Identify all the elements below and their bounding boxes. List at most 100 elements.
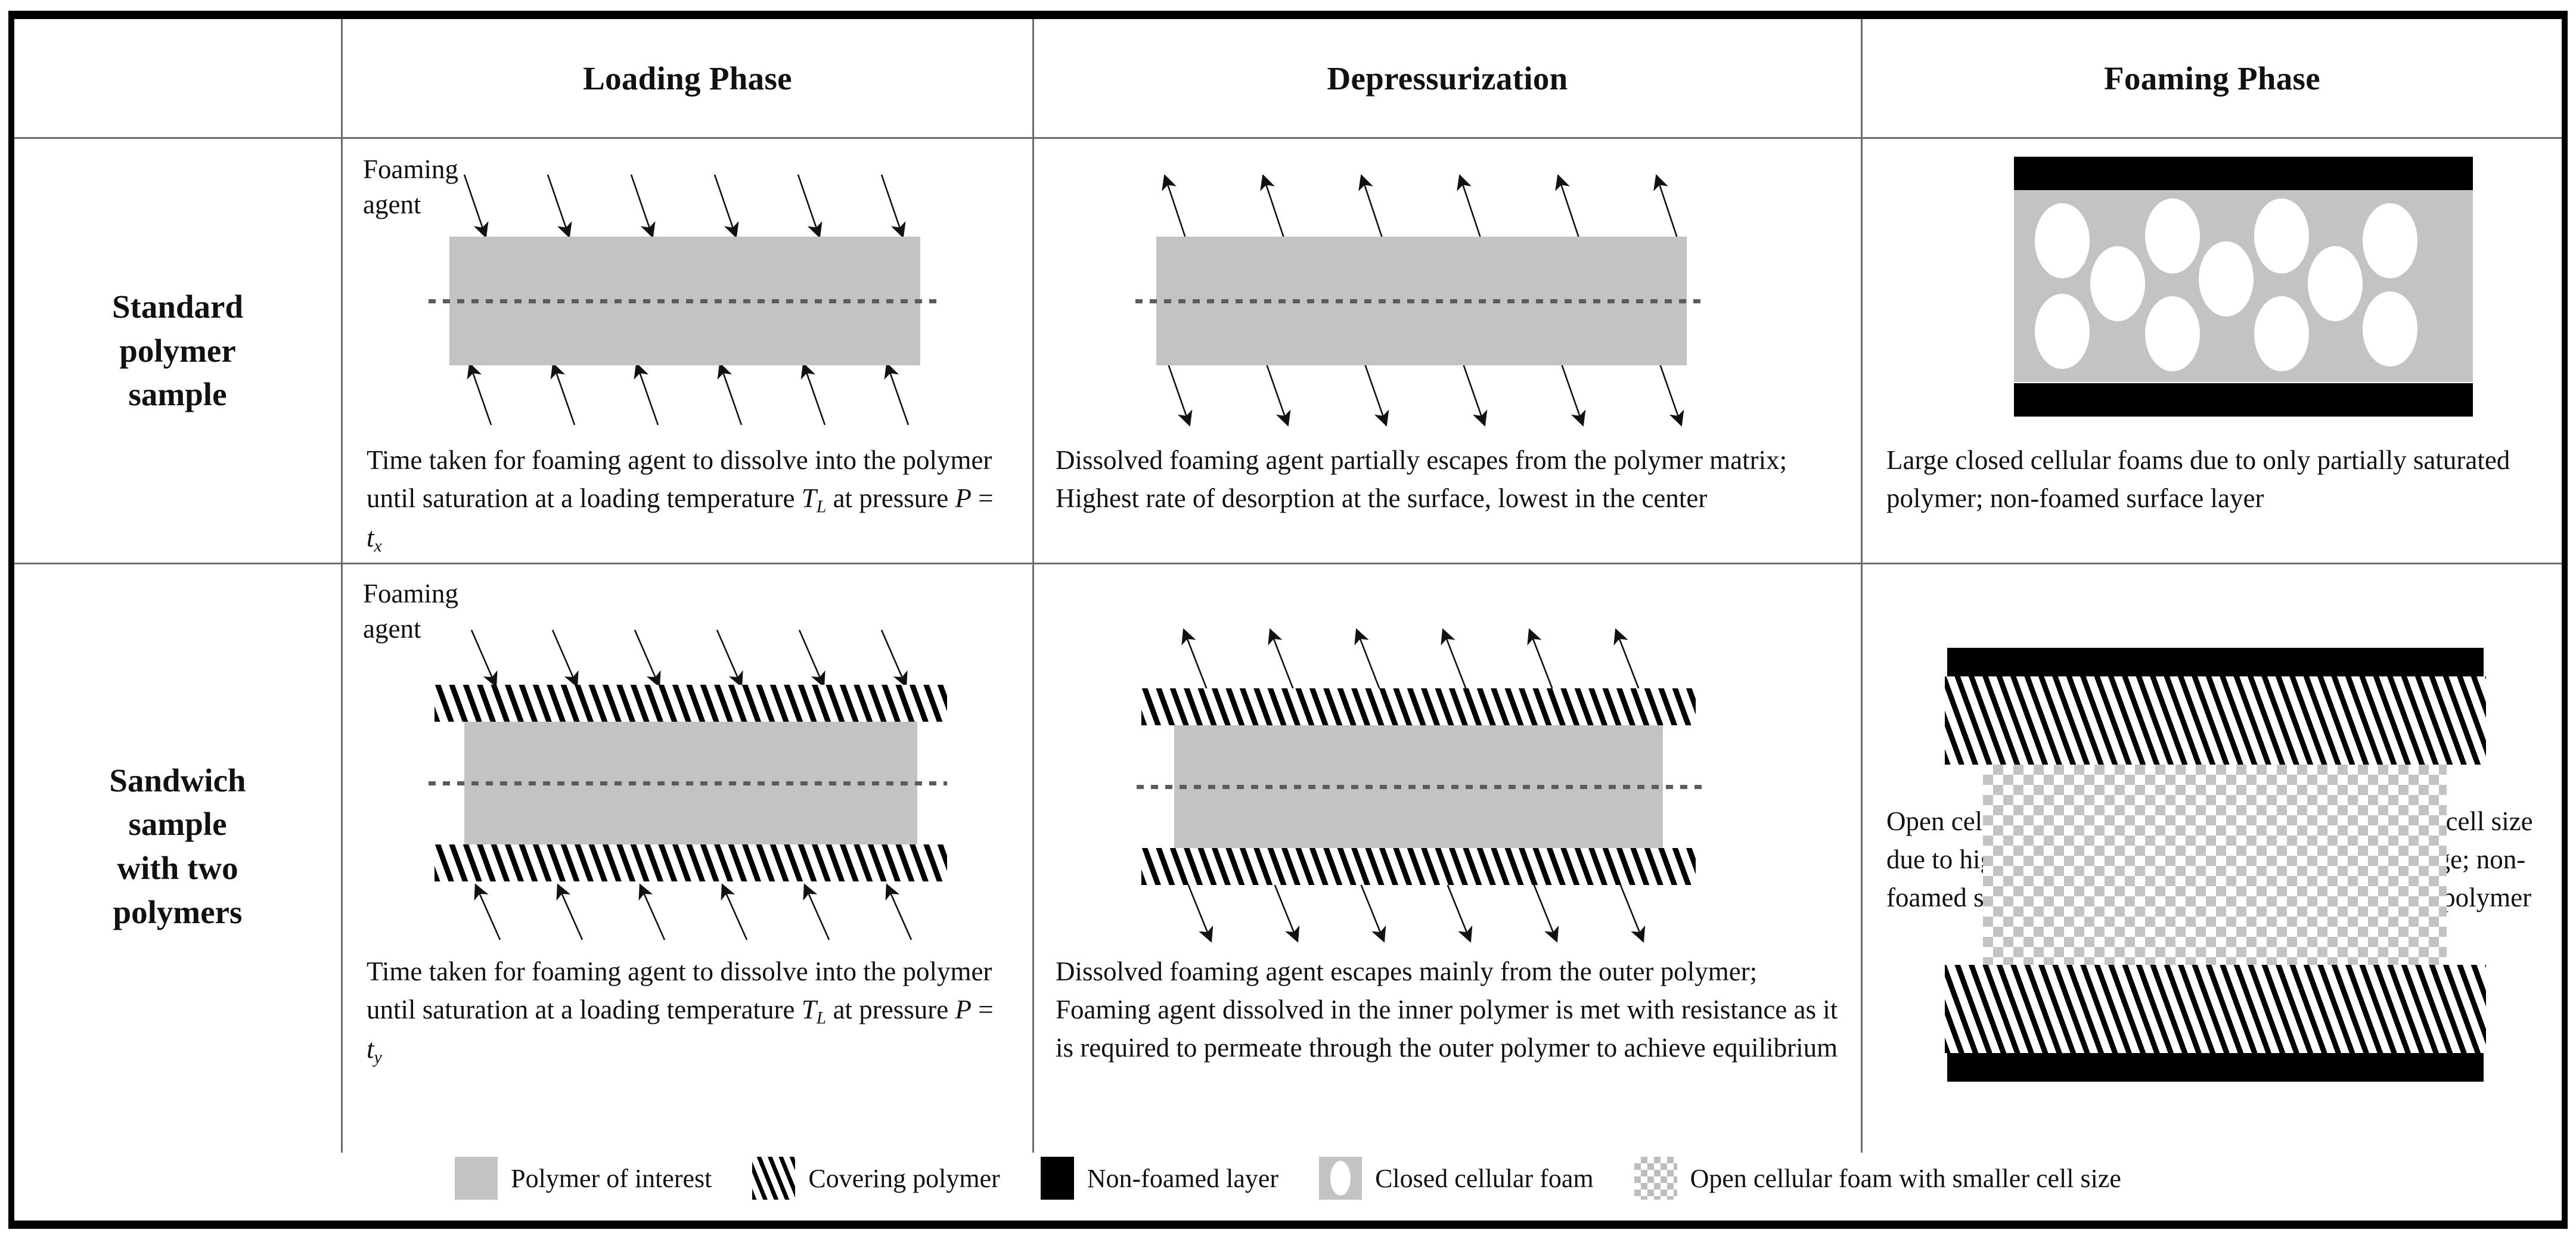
- caption-standard-depressurization: Dissolved foaming agent partially escape…: [1056, 445, 1787, 513]
- loading-arrows-inward: [470, 629, 913, 940]
- caption-text: Time taken for foaming agent to dissolve…: [367, 957, 992, 1024]
- header-loading-phase: Loading Phase: [583, 60, 792, 97]
- legend-label: Open cellular foam with smaller cell siz…: [1690, 1163, 2121, 1193]
- closed-foam-cell: [2145, 198, 2200, 274]
- foaming-agent-label-line: Foaming: [363, 154, 459, 184]
- legend-label: Covering polymer: [808, 1163, 1000, 1193]
- row-label-line: with two: [117, 850, 238, 886]
- legend-item-covering-polymer: Covering polymer: [752, 1157, 1000, 1200]
- cell-standard-loading: Foaming agent: [343, 139, 1032, 563]
- foaming-agent-label-line: agent: [363, 613, 421, 644]
- caption-equals: =: [971, 483, 994, 513]
- legend-item-non-foamed-layer: Non-foamed layer: [1040, 1157, 1279, 1200]
- loading-arrows-inward: [463, 174, 910, 426]
- legend: Polymer of interest Covering polymer Non…: [14, 1139, 2562, 1217]
- closed-foam-cell: [2199, 241, 2254, 316]
- symbol-time-sub: x: [374, 536, 382, 556]
- diagram-sandwich-loading: Foaming agent: [363, 572, 1014, 941]
- process-comparison-table: Loading Phase Depressurization Foaming P…: [8, 11, 2568, 1229]
- covering-polymer-top: [1945, 676, 2486, 765]
- legend-label: Non-foamed layer: [1087, 1163, 1279, 1193]
- checkerboard-square-icon: [1634, 1157, 1677, 1200]
- closed-foam-cell: [2254, 296, 2309, 371]
- diagram-standard-loading: Foaming agent: [363, 146, 1014, 426]
- non-foamed-top-layer: [2014, 157, 2473, 190]
- closed-foam-cell: [2363, 291, 2417, 367]
- caption-text-mid: at pressure: [826, 994, 955, 1024]
- rule-col-2: [1032, 19, 1034, 1153]
- row-label-line: sample: [128, 376, 227, 413]
- symbol-temperature: T: [801, 994, 817, 1024]
- row-label-standard-polymer-sample: Standard polymer sample: [14, 139, 341, 563]
- closed-foam-cell: [2254, 198, 2309, 274]
- legend-label: Closed cellular foam: [1375, 1163, 1594, 1193]
- closed-foam-cell: [2308, 246, 2363, 321]
- caption-standard-loading: Time taken for foaming agent to dissolve…: [363, 442, 1014, 559]
- row-label-line: polymer: [119, 332, 236, 369]
- diagram-standard-foaming: [1883, 146, 2544, 432]
- diagram-standard-depressurization: [1052, 146, 1843, 427]
- rule-col-3: [1861, 19, 1863, 1153]
- rule-below-header: [14, 137, 2562, 139]
- diagram-sandwich-depressurization: [1052, 572, 1843, 943]
- closed-foam-cell: [2035, 294, 2090, 369]
- table-grid: Loading Phase Depressurization Foaming P…: [14, 19, 2562, 1221]
- symbol-pressure: P: [955, 483, 972, 513]
- covering-polymer-bottom: [1945, 965, 2486, 1053]
- cell-sandwich-loading: Foaming agent: [343, 564, 1032, 1128]
- diagonal-hatch-square-icon: [752, 1157, 796, 1200]
- center-dashed-line: [1137, 785, 1703, 789]
- rule-between-rows: [14, 563, 2562, 564]
- depressurization-arrows-outward: [1162, 174, 1684, 427]
- covering-polymer-top: [1141, 688, 1696, 725]
- row-label-line: Sandwich: [109, 762, 246, 799]
- black-square-icon: [1040, 1157, 1074, 1200]
- covering-polymer-bottom: [434, 844, 947, 881]
- depressurization-arrows-outward: [1181, 628, 1646, 943]
- legend-item-open-cellular-foam: Open cellular foam with smaller cell siz…: [1634, 1157, 2121, 1200]
- center-dashed-line: [429, 299, 941, 303]
- cell-standard-foaming: Large closed cellular foams due to only …: [1863, 139, 2562, 563]
- legend-item-polymer-of-interest: Polymer of interest: [455, 1157, 712, 1200]
- foaming-agent-label-line: agent: [363, 189, 421, 219]
- header-depressurization: Depressurization: [1327, 60, 1568, 97]
- symbol-pressure: P: [955, 994, 972, 1024]
- closed-foam-cell: [2363, 203, 2417, 278]
- foaming-agent-label: Foaming agent: [363, 152, 458, 222]
- row-label-sandwich-sample: Sandwich sample with two polymers: [14, 564, 341, 1128]
- caption-standard-foaming: Large closed cellular foams due to only …: [1886, 445, 2510, 513]
- open-cell-foam-core: [1983, 765, 2447, 965]
- closed-cell-icon: [1319, 1157, 1363, 1200]
- cell-sandwich-foaming: Open cellular foam of the inner polymer …: [1863, 564, 2562, 1128]
- foaming-agent-label-line: Foaming: [363, 579, 459, 608]
- cell-standard-depressurization: Dissolved foaming agent partially escape…: [1034, 139, 1861, 563]
- caption-equals: =: [971, 994, 994, 1024]
- caption-sandwich-loading: Time taken for foaming agent to dissolve…: [363, 953, 1014, 1070]
- center-dashed-line: [1135, 299, 1708, 303]
- diagram-sandwich-foaming: [1883, 572, 2544, 1082]
- gray-square-icon: [455, 1157, 498, 1200]
- symbol-temperature: T: [801, 483, 817, 513]
- row-label-line: polymers: [113, 893, 243, 930]
- row-label-line: sample: [128, 806, 227, 843]
- cell-sandwich-depressurization: Dissolved foaming agent escapes mainly f…: [1034, 564, 1861, 1128]
- caption-text-mid: at pressure: [826, 483, 955, 513]
- rule-col-1: [341, 19, 343, 1153]
- closed-foam-cell: [2090, 246, 2145, 321]
- non-foamed-top-layer: [1947, 648, 2484, 676]
- symbol-time-sub: y: [374, 1048, 382, 1067]
- symbol-temperature-sub: L: [816, 1008, 827, 1028]
- foaming-agent-label: Foaming agent: [363, 576, 458, 646]
- covering-polymer-top: [434, 685, 947, 722]
- header-foaming-phase: Foaming Phase: [2104, 60, 2320, 97]
- legend-item-closed-cellular-foam: Closed cellular foam: [1319, 1157, 1594, 1200]
- symbol-temperature-sub: L: [816, 497, 827, 517]
- header-corner-blank: [14, 19, 341, 137]
- center-dashed-line: [429, 781, 947, 785]
- symbol-time: t: [367, 1034, 374, 1064]
- caption-text: Time taken for foaming agent to dissolve…: [367, 445, 992, 513]
- covering-polymer-bottom: [1141, 848, 1696, 885]
- symbol-time: t: [367, 523, 374, 553]
- non-foamed-bottom-layer: [2014, 383, 2473, 417]
